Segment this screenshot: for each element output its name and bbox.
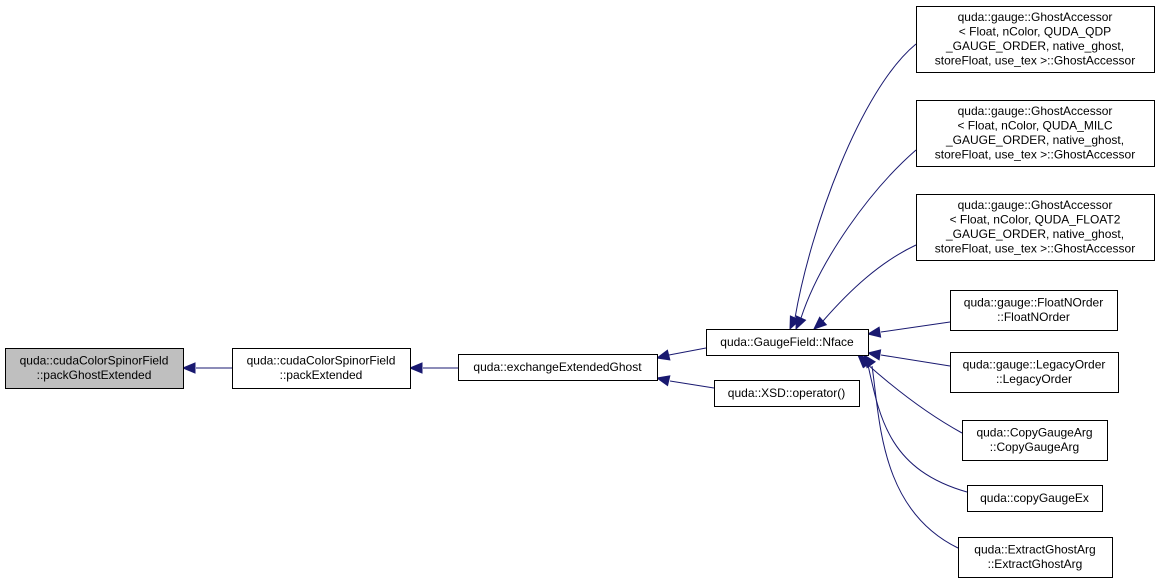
edge-GA_FLOAT2-to-Nface bbox=[813, 244, 917, 330]
node-label-line: < Float, nColor, QUDA_MILC bbox=[957, 119, 1112, 133]
arrow-head-icon bbox=[866, 349, 882, 361]
edge-CopyGaugeArg-to-Nface bbox=[857, 354, 963, 434]
node-label-line: quda::ExtractGhostArg bbox=[974, 543, 1095, 557]
node-GA_QDP[interactable]: quda::gauge::GhostAccessor< Float, nColo… bbox=[916, 6, 1155, 73]
edge-line bbox=[880, 354, 951, 367]
edge-line bbox=[800, 149, 917, 319]
arrow-head-icon bbox=[866, 326, 882, 338]
node-label-line: quda::copyGaugeEx bbox=[980, 491, 1089, 505]
edge-line bbox=[866, 363, 963, 434]
node-label-line: ::ExtractGhostArg bbox=[988, 557, 1083, 571]
node-packExtended[interactable]: quda::cudaColorSpinorField::packExtended bbox=[232, 348, 411, 389]
node-label-line: quda::gauge::GhostAccessor bbox=[958, 198, 1113, 212]
node-label-line: storeFloat, use_tex >::GhostAccessor bbox=[935, 148, 1135, 162]
node-packGhostExtended[interactable]: quda::cudaColorSpinorField::packGhostExt… bbox=[5, 348, 184, 389]
edge-line bbox=[669, 380, 715, 389]
node-box bbox=[916, 194, 1155, 261]
edge-LegacyOrder-to-Nface bbox=[866, 349, 951, 367]
node-copyGaugeEx[interactable]: quda::copyGaugeEx bbox=[967, 485, 1103, 512]
node-exchangeExtendedGhost[interactable]: quda::exchangeExtendedGhost bbox=[458, 354, 658, 381]
node-box bbox=[232, 348, 411, 389]
node-Nface[interactable]: quda::GaugeField::Nface bbox=[706, 329, 869, 356]
node-label-line: quda::GaugeField::Nface bbox=[720, 335, 854, 349]
edge-Nface-to-exchangeExtendedGhost bbox=[655, 347, 707, 361]
node-label-line: quda::XSD::operator() bbox=[728, 386, 845, 400]
edge-line bbox=[867, 364, 968, 493]
nodes-layer: quda::cudaColorSpinorField::packGhostExt… bbox=[5, 6, 1155, 578]
node-ExtractGhostArg[interactable]: quda::ExtractGhostArg::ExtractGhostArg bbox=[958, 537, 1113, 578]
node-label-line: quda::gauge::GhostAccessor bbox=[958, 104, 1113, 118]
edge-exchangeExtendedGhost-to-packExtended bbox=[408, 362, 458, 374]
node-label-line: < Float, nColor, QUDA_QDP bbox=[959, 25, 1111, 39]
arrow-head-icon bbox=[795, 315, 807, 331]
edge-packExtended-to-packGhostExtended bbox=[181, 362, 232, 374]
edge-FloatNOrder-to-Nface bbox=[866, 321, 951, 338]
node-label-line: storeFloat, use_tex >::GhostAccessor bbox=[935, 54, 1135, 68]
edge-GA_QDP-to-Nface bbox=[789, 43, 917, 331]
node-label-line: _GAUGE_ORDER, native_ghost, bbox=[945, 227, 1124, 241]
node-GA_MILC[interactable]: quda::gauge::GhostAccessor< Float, nColo… bbox=[916, 100, 1155, 167]
node-box bbox=[958, 537, 1113, 578]
node-box bbox=[962, 420, 1108, 461]
edge-XSDop-to-exchangeExtendedGhost bbox=[655, 375, 715, 389]
node-label-line: < Float, nColor, QUDA_FLOAT2 bbox=[950, 213, 1121, 227]
node-GA_FLOAT2[interactable]: quda::gauge::GhostAccessor< Float, nColo… bbox=[916, 194, 1155, 261]
node-box bbox=[5, 348, 184, 389]
node-label-line: quda::CopyGaugeArg bbox=[976, 426, 1092, 440]
edge-line bbox=[668, 347, 707, 356]
node-box bbox=[916, 100, 1155, 167]
node-LegacyOrder[interactable]: quda::gauge::LegacyOrder::LegacyOrder bbox=[950, 352, 1119, 393]
node-CopyGaugeArg[interactable]: quda::CopyGaugeArg::CopyGaugeArg bbox=[962, 420, 1108, 461]
node-FloatNOrder[interactable]: quda::gauge::FloatNOrder::FloatNOrder bbox=[950, 290, 1118, 331]
node-label-line: quda::gauge::FloatNOrder bbox=[964, 296, 1103, 310]
node-label-line: ::FloatNOrder bbox=[997, 310, 1070, 324]
node-label-line: ::packGhostExtended bbox=[37, 368, 152, 382]
node-box bbox=[706, 329, 869, 356]
edge-line bbox=[822, 244, 917, 322]
node-box bbox=[950, 290, 1118, 331]
node-XSDop[interactable]: quda::XSD::operator() bbox=[714, 380, 860, 407]
node-box bbox=[714, 380, 860, 407]
node-label-line: quda::exchangeExtendedGhost bbox=[473, 360, 642, 374]
arrow-head-icon bbox=[181, 362, 196, 374]
node-label-line: ::LegacyOrder bbox=[996, 372, 1072, 386]
node-label-line: _GAUGE_ORDER, native_ghost, bbox=[945, 133, 1124, 147]
arrow-head-icon bbox=[408, 362, 423, 374]
node-label-line: storeFloat, use_tex >::GhostAccessor bbox=[935, 242, 1135, 256]
arrow-head-icon bbox=[813, 316, 828, 330]
edge-line bbox=[880, 321, 951, 333]
node-label-line: quda::cudaColorSpinorField bbox=[20, 354, 169, 368]
edge-ExtractGhostArg-to-Nface bbox=[863, 353, 959, 549]
node-box bbox=[916, 6, 1155, 73]
node-label-line: ::CopyGaugeArg bbox=[990, 440, 1079, 454]
node-box bbox=[967, 485, 1103, 512]
node-label-line: quda::gauge::GhostAccessor bbox=[958, 10, 1113, 24]
node-label-line: _GAUGE_ORDER, native_ghost, bbox=[945, 39, 1124, 53]
arrow-head-icon bbox=[655, 349, 671, 361]
edge-line bbox=[871, 365, 959, 549]
edges-layer bbox=[181, 43, 968, 549]
arrow-head-icon bbox=[863, 353, 877, 369]
node-box bbox=[458, 354, 658, 381]
node-box bbox=[950, 352, 1119, 393]
node-label-line: quda::cudaColorSpinorField bbox=[247, 354, 396, 368]
node-label-line: ::packExtended bbox=[280, 368, 363, 382]
edge-line bbox=[794, 43, 917, 319]
node-label-line: quda::gauge::LegacyOrder bbox=[963, 358, 1106, 372]
arrow-head-icon bbox=[655, 375, 671, 387]
edge-GA_MILC-to-Nface bbox=[795, 149, 917, 331]
